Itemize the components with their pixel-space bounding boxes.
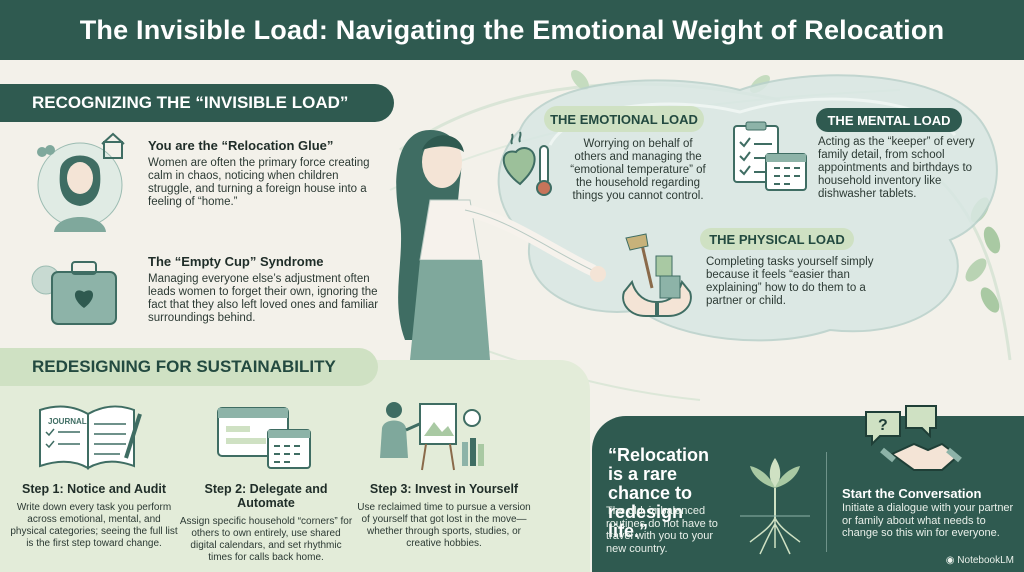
journal-label: JOURNAL [48,417,87,426]
relocation-glue-item: You are the “Relocation Glue” Women are … [148,138,380,209]
credit-text: NotebookLM [957,555,1014,566]
quote-body: The old, imbalanced routines do not have… [606,505,718,555]
woman-reaching-illustration [396,130,606,360]
empty-cup-body: Managing everyone else’s adjustment ofte… [148,273,379,324]
conversation-body: Initiate a dialogue with your partner or… [842,502,1014,539]
browser-calendar-icon [217,407,311,469]
hands-broom-icon [622,233,692,317]
relocation-glue-title: You are the “Relocation Glue” [148,138,334,153]
woman-family-icon [37,132,125,232]
section-banner-redesigning: REDESIGNING FOR SUSTAINABILITY [0,348,378,386]
suitcase-heart-icon [31,261,117,325]
quote-text: “Relocation is a rare chance to redesign… [608,445,710,541]
physical-load-body: Completing tasks yourself simply because… [706,256,874,307]
empty-cup-item: The “Empty Cup” Syndrome Managing everyo… [148,254,380,325]
step-1-title: Step 1: Notice and Audit [22,482,166,496]
step-3: Step 3: Invest in Yourself Use reclaimed… [354,482,534,550]
notebooklm-icon: ◉ [945,555,958,566]
emotional-load-tag: THE EMOTIONAL LOAD [544,106,704,132]
physical-load-tag: THE PHYSICAL LOAD [700,228,854,250]
journal-icon: JOURNAL [39,405,142,470]
section-banner-recognizing: RECOGNIZING THE “INVISIBLE LOAD” [0,84,394,122]
checklist-calendar-icon [733,121,807,191]
step-2-body: Assign specific household “corners” for … [179,516,353,563]
step-3-body: Use reclaimed time to pursue a version o… [357,502,531,549]
mental-load-tag: THE MENTAL LOAD [816,108,962,132]
speech-handshake-icon: ? [865,405,962,471]
step-1: Step 1: Notice and Audit Write down ever… [10,482,178,550]
conversation-title: Start the Conversation [842,486,982,501]
svg-text:?: ? [878,417,888,434]
page-header: The Invisible Load: Navigating the Emoti… [0,0,1024,60]
page-title: The Invisible Load: Navigating the Emoti… [79,14,945,45]
painting-easel-icon [380,402,484,471]
mental-load-body: Acting as the “keeper” of every family d… [818,136,975,200]
step-2-title: Step 2: Delegate and Automate [204,482,328,510]
relocation-glue-body: Women are often the primary force creati… [148,157,370,208]
empty-cup-title: The “Empty Cup” Syndrome [148,254,324,269]
quote-divider [826,452,827,552]
notebooklm-credit: ◉ NotebookLM [946,555,1014,566]
emotional-load-body: Worrying on behalf of others and managin… [570,138,706,202]
step-3-title: Step 3: Invest in Yourself [369,482,519,496]
quote-panel [592,416,1024,572]
heart-thermometer-icon [502,131,552,196]
lotus-roots-icon [740,458,810,555]
step-2: Step 2: Delegate and Automate Assign spe… [178,482,354,564]
step-1-body: Write down every task you perform across… [10,502,178,549]
